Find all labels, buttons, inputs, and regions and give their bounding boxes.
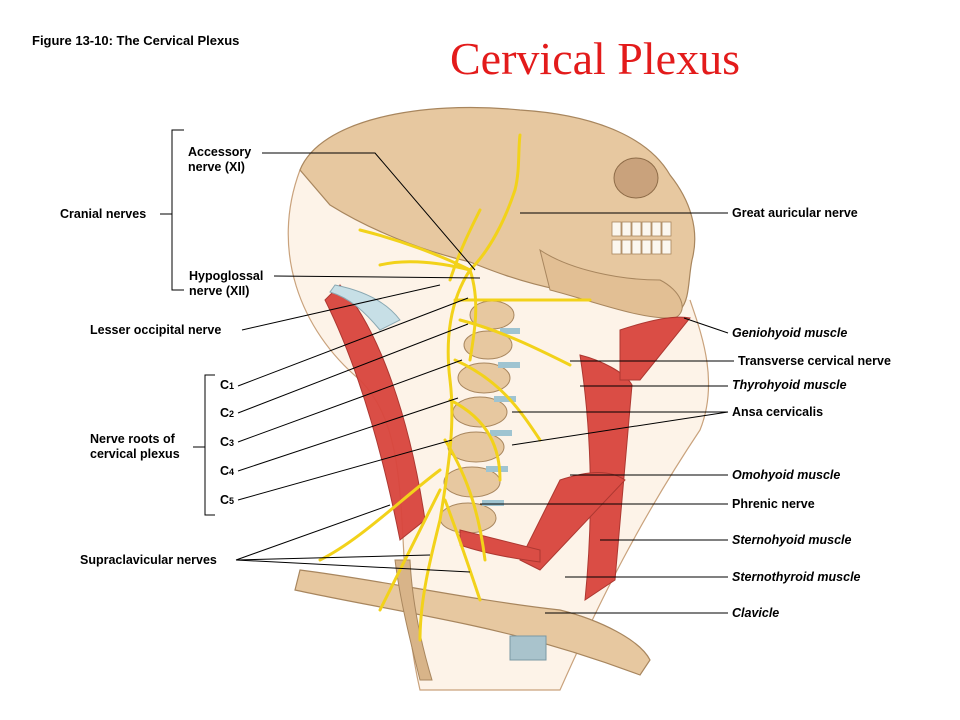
label-great-auricular-nerve: Great auricular nerve xyxy=(732,206,858,220)
discs xyxy=(482,328,520,506)
label-sternohyoid-muscle: Sternohyoid muscle xyxy=(732,533,852,547)
clavicle xyxy=(294,569,651,676)
label-phrenic-nerve: Phrenic nerve xyxy=(732,497,815,511)
figure-caption: Figure 13-10: The Cervical Plexus xyxy=(32,33,240,48)
sternocleidomastoid-tendon xyxy=(329,284,401,331)
label-root-c1: C1 xyxy=(220,378,235,392)
label-lesser-occipital-nerve: Lesser occipital nerve xyxy=(90,323,222,337)
slide-title: Cervical Plexus xyxy=(450,33,740,84)
label-ansa-cervicalis: Ansa cervicalis xyxy=(732,405,824,419)
clavicle-cartilage xyxy=(509,635,547,661)
label-sternothyroid-muscle: Sternothyroid muscle xyxy=(732,570,861,584)
label-root-c2: C2 xyxy=(220,406,235,420)
label-cranial-nerves: Cranial nerves xyxy=(60,207,147,221)
label-thyrohyoid-muscle: Thyrohyoid muscle xyxy=(732,378,847,392)
label-hypoglossal-nerve: Hypoglossal nerve (XII) xyxy=(189,269,264,298)
muscles xyxy=(324,284,691,602)
first-rib xyxy=(394,559,433,681)
nerves xyxy=(318,133,592,642)
label-transverse-cervical-nerve: Transverse cervical nerve xyxy=(738,354,891,368)
label-root-c4: C4 xyxy=(220,464,235,478)
mandible xyxy=(539,248,683,319)
cervical-vertebrae xyxy=(439,300,515,534)
orbit xyxy=(613,157,659,199)
cranial-bracket xyxy=(171,129,184,291)
label-root-c5: C5 xyxy=(220,493,235,507)
teeth xyxy=(611,221,672,255)
label-supraclavicular-nerves: Supraclavicular nerves xyxy=(80,553,217,567)
label-omohyoid-muscle: Omohyoid muscle xyxy=(732,468,841,482)
label-geniohyoid-muscle: Geniohyoid muscle xyxy=(732,326,848,340)
label-clavicle: Clavicle xyxy=(732,606,780,620)
label-accessory-nerve: Accessory nerve (XI) xyxy=(188,145,252,174)
roots-bracket xyxy=(204,374,215,516)
label-nerve-roots: Nerve roots of cervical plexus xyxy=(90,432,180,461)
skull xyxy=(299,106,696,313)
label-root-c3: C3 xyxy=(220,435,235,449)
